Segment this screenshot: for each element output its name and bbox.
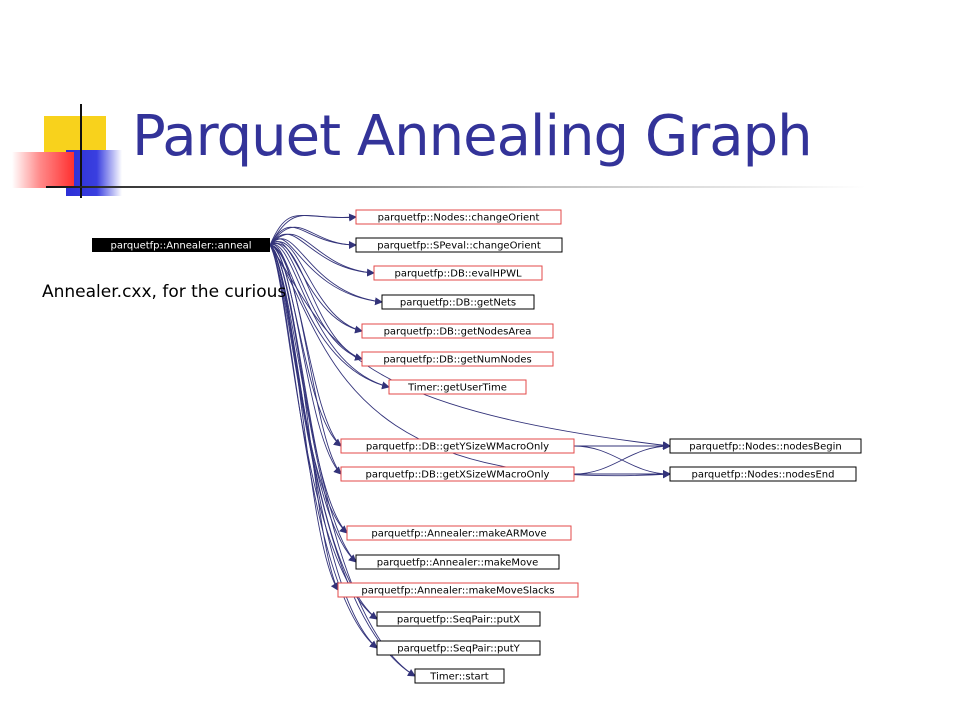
edge-parquetfp-db-getxsizewmacroonly-to-parquetfp-nodes-nodesbegin [573, 442, 671, 475]
edge-anneal-to-parquetfp-db-evalhpwl [269, 233, 375, 274]
edge-anneal-to-parquetfp-db-getxsizewmacroonly [269, 244, 342, 475]
node-box-parquetfp-nodes-nodesend [669, 466, 857, 482]
node-label-parquetfp-db-getysizewmacroonly: parquetfp::DB::getYSizeWMacroOnly [366, 442, 549, 453]
node-box-timer-getusertime [388, 379, 527, 395]
decor-red-square [12, 152, 74, 188]
edge-anneal-to-timer-getusertime [269, 244, 390, 388]
node-box-parquetfp-seqpair-putx [376, 611, 541, 627]
edge-anneal-to-parquetfp-db-getnets [269, 238, 383, 303]
node-box-parquetfp-db-getnumnodes [361, 351, 554, 367]
node-label-parquetfp-speval-changeorient: parquetfp::SPeval::changeOrient [377, 241, 541, 252]
node-box-parquetfp-db-getnets [381, 294, 535, 310]
decor-vertical-line [80, 104, 82, 198]
node-label-parquetfp-annealer-makemove: parquetfp::Annealer::makeMove [377, 558, 538, 569]
node-label-parquetfp-seqpair-putx: parquetfp::SeqPair::putX [397, 615, 520, 626]
node-label-parquetfp-db-getxsizewmacroonly: parquetfp::DB::getXSizeWMacroOnly [366, 470, 550, 481]
node-label-parquetfp-nodes-changeorient: parquetfp::Nodes::changeOrient [378, 213, 540, 224]
node-box-parquetfp-db-evalhpwl [373, 265, 543, 281]
node-label-parquetfp-db-getnodesarea: parquetfp::DB::getNodesArea [384, 327, 532, 338]
node-label-parquetfp-db-getnumnodes: parquetfp::DB::getNumNodes [383, 355, 531, 366]
node-box-parquetfp-db-getxsizewmacroonly [340, 466, 575, 482]
edge-anneal-to-timer-start [269, 244, 416, 677]
node-box-parquetfp-annealer-makemoveslacks [337, 582, 579, 598]
node-root-label: parquetfp::Annealer::anneal [110, 241, 251, 252]
node-box-parquetfp-nodes-changeorient [355, 209, 562, 225]
edge-anneal-to-parquetfp-speval-changeorient [269, 226, 357, 246]
node-box-parquetfp-annealer-makemove [355, 554, 560, 570]
edge-anneal-to-parquetfp-db-getnodesarea [269, 241, 363, 332]
node-label-parquetfp-db-getnets: parquetfp::DB::getNets [400, 298, 516, 309]
node-box-parquetfp-nodes-nodesbegin [669, 438, 862, 454]
edge-anneal-to-parquetfp-nodes-changeorient [269, 213, 357, 246]
edge-anneal-to-parquetfp-db-getysizewmacroonly [269, 244, 342, 447]
node-root-box [92, 238, 270, 252]
edge-anneal-to-parquetfp-annealer-makemoveslacks [269, 244, 339, 591]
node-label-parquetfp-nodes-nodesbegin: parquetfp::Nodes::nodesBegin [689, 442, 841, 453]
node-label-timer-start: Timer::start [429, 672, 489, 683]
node-box-parquetfp-db-getnodesarea [361, 323, 554, 339]
edge-anneal-to-parquetfp-nodes-changeorient [269, 215, 357, 246]
edge-anneal-to-parquetfp-seqpair-puty [269, 244, 378, 649]
edge-anneal-to-parquetfp-db-getnumnodes [269, 242, 363, 361]
node-group: parquetfp::Annealer::annealparquetfp::No… [92, 209, 862, 684]
node-box-timer-start [414, 668, 505, 684]
decor-blue-square [66, 150, 122, 196]
decor-horizontal-rule [46, 186, 866, 188]
edge-anneal-to-timer-start [269, 244, 416, 677]
edge-anneal-to-parquetfp-db-getxsizewmacroonly [269, 244, 342, 475]
node-label-parquetfp-db-evalhpwl: parquetfp::DB::evalHPWL [394, 269, 521, 280]
slide-title: Parquet Annealing Graph [132, 104, 813, 169]
node-label-parquetfp-seqpair-puty: parquetfp::SeqPair::putY [397, 644, 520, 655]
node-label-timer-getusertime: Timer::getUserTime [407, 383, 507, 394]
node-label-parquetfp-annealer-makearmove: parquetfp::Annealer::makeARMove [371, 529, 546, 540]
node-box-parquetfp-speval-changeorient [355, 237, 563, 253]
node-box-parquetfp-annealer-makearmove [346, 525, 572, 541]
edge-group [269, 213, 671, 677]
node-box-parquetfp-db-getysizewmacroonly [340, 438, 575, 454]
node-label-parquetfp-annealer-makemoveslacks: parquetfp::Annealer::makeMoveSlacks [361, 586, 554, 597]
edge-anneal-to-timer-getusertime [269, 243, 390, 390]
node-label-parquetfp-nodes-nodesend: parquetfp::Nodes::nodesEnd [692, 470, 835, 481]
caption-text: Annealer.cxx, for the curious [42, 282, 287, 302]
node-box-parquetfp-seqpair-puty [376, 640, 541, 656]
